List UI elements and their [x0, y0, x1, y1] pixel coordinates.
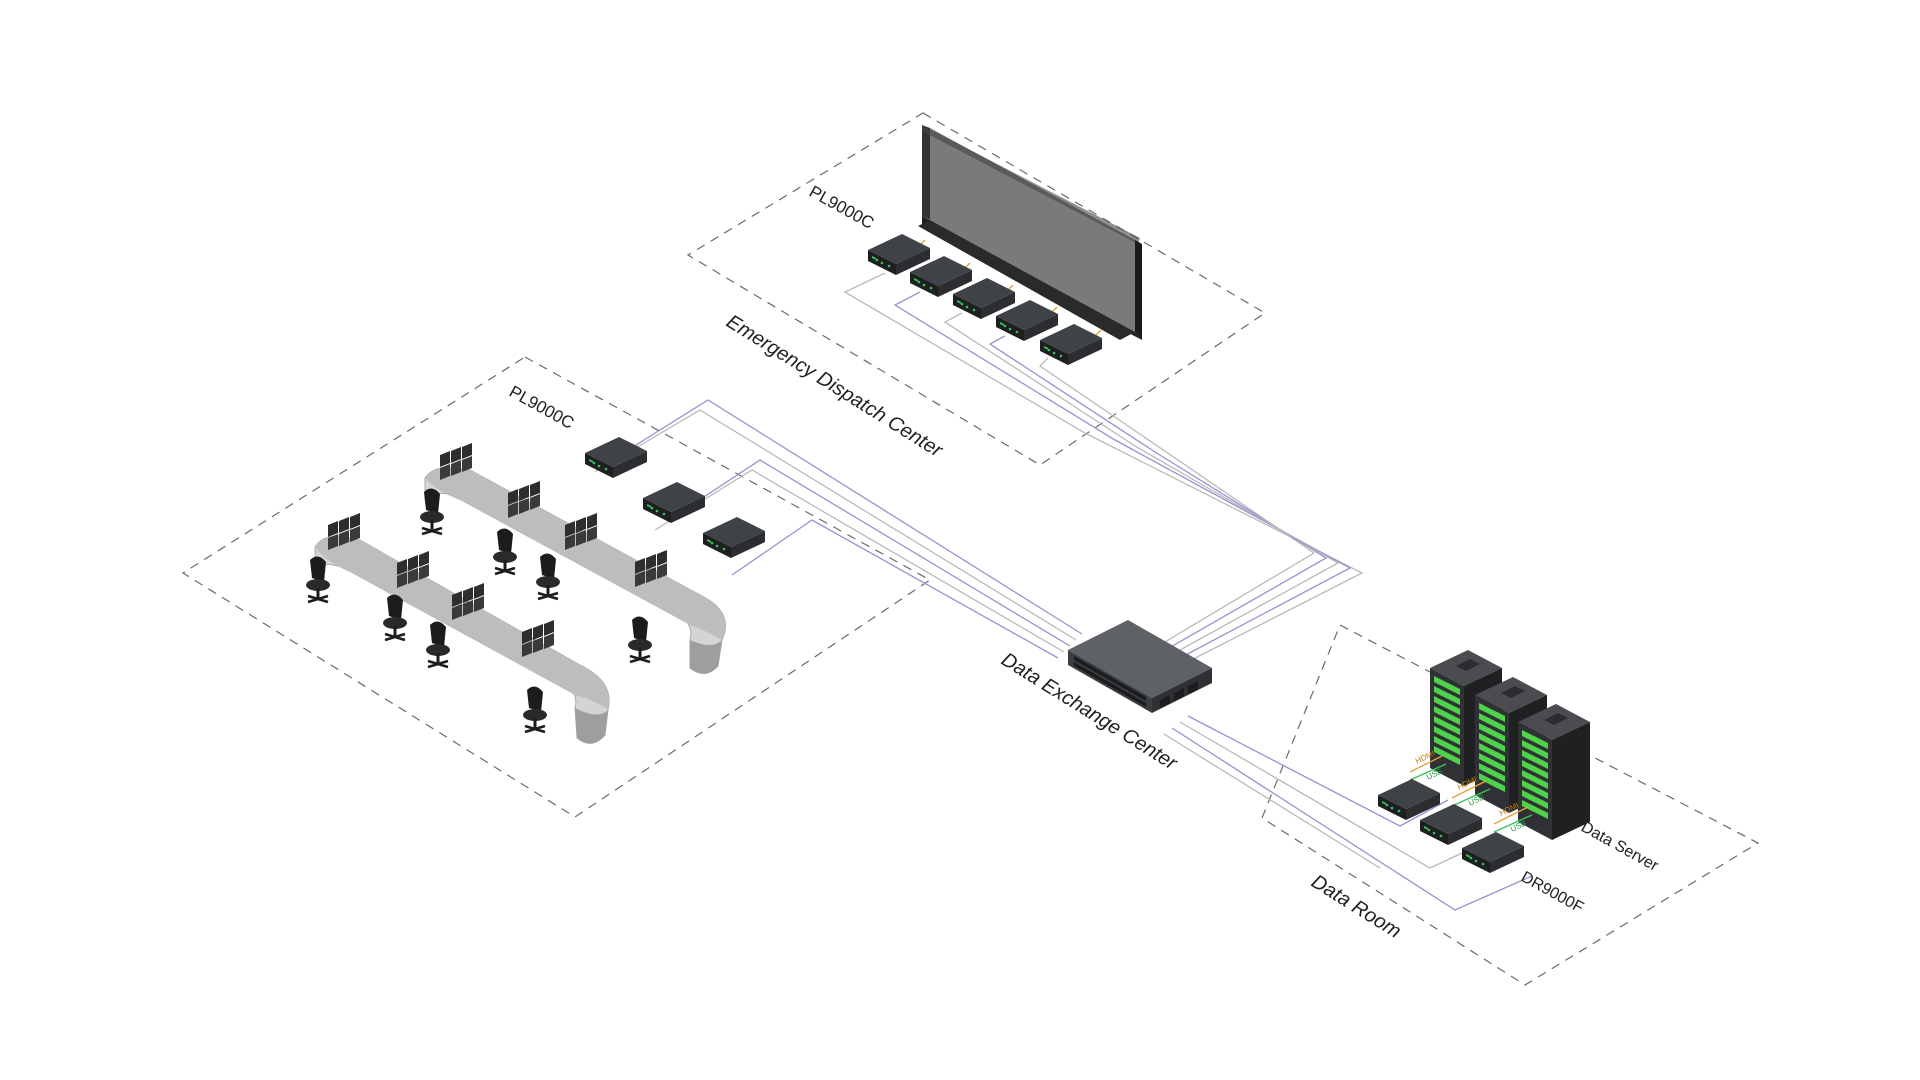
- network-switch-icon: [1068, 620, 1212, 713]
- office-chair-icon: [521, 685, 549, 734]
- data-room-label: Data Room: [1307, 871, 1404, 943]
- zone-console-room: [181, 356, 932, 818]
- kvm-extender-icon: [643, 482, 705, 523]
- dispatch-zone-label: Emergency Dispatch Center: [722, 311, 947, 463]
- zone-emergency-dispatch: [686, 112, 1267, 466]
- dr-links: [1409, 755, 1533, 833]
- dispatch-device-label: PL9000C: [806, 182, 877, 233]
- operator-console-icon: [424, 443, 726, 674]
- kvm-extender-icon: [1040, 324, 1102, 365]
- dr-device-label: DR9000F: [1518, 869, 1586, 917]
- server-rack-icon: [1518, 704, 1590, 840]
- kvm-extender-icon: [1378, 779, 1440, 820]
- office-chair-icon: [418, 487, 446, 536]
- zone-data-room: [1261, 624, 1760, 986]
- office-chair-icon: [424, 620, 452, 669]
- office-chair-icon: [626, 615, 654, 664]
- office-chair-icon: [381, 593, 409, 642]
- office-chair-icon: [491, 527, 519, 576]
- office-chair-icon: [534, 552, 562, 601]
- console-device-label: PL9000C: [506, 382, 577, 433]
- video-wall-icon: [918, 125, 1142, 340]
- data-server-label: Data Server: [1578, 819, 1661, 876]
- kvm-extender-icon: [585, 437, 647, 478]
- kvm-extender-icon: [1462, 832, 1524, 873]
- console-extenders: [585, 437, 765, 558]
- operator-console-icon: [314, 513, 610, 744]
- kvm-extender-icon: [703, 517, 765, 558]
